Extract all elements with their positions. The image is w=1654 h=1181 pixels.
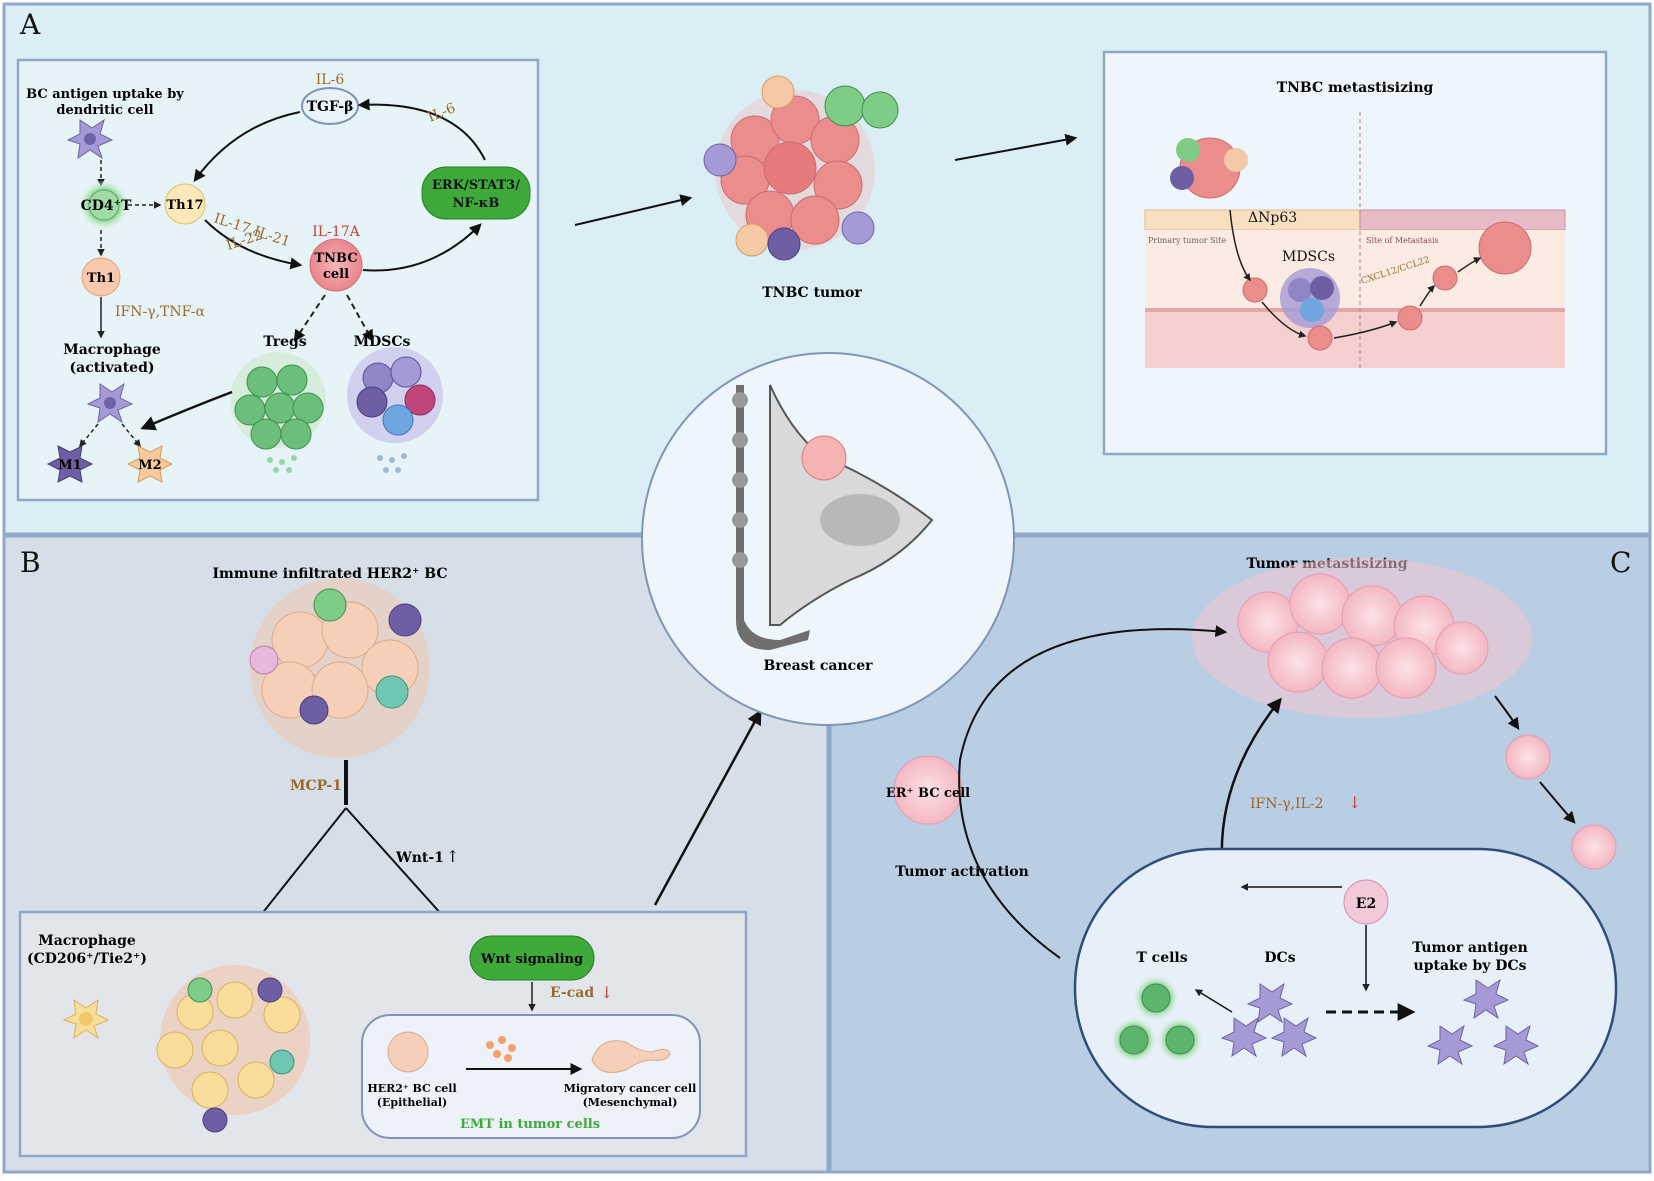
breast-illustration (732, 384, 934, 650)
dnp63-label: ΔNp63 (1248, 210, 1297, 226)
t-cells-label: T cells (1136, 950, 1187, 966)
ecad-label: E-cad (550, 985, 594, 1001)
panel-a: A BC antigen uptake by dendritic cell CD… (2, 2, 1652, 536)
cd4-t-cell: CD4⁺T (80, 181, 132, 229)
metastasis-title: TNBC metastisizing (1277, 80, 1434, 96)
breast-cancer-label: Breast cancer (764, 658, 874, 674)
m2-macrophage: M2 (126, 445, 174, 483)
cd4-label: CD4⁺T (81, 198, 132, 214)
panel-b-title: Immune infiltrated HER2⁺ BC (212, 566, 447, 582)
her2-tumor-illustration (249, 578, 430, 758)
e2-label: E2 (1356, 896, 1376, 912)
migratory-label: Migratory cancer cell (564, 1082, 697, 1095)
tumor-activation-label: Tumor activation (895, 864, 1029, 880)
m2-label: M2 (138, 458, 161, 473)
il6-top-label: IL-6 (316, 72, 345, 88)
tregs-label: Tregs (263, 334, 306, 350)
erk-label: ERK/STAT3/ (432, 178, 520, 193)
wnt1-up-arrow: ↑ (446, 847, 459, 866)
activated-macrophage-icon (86, 382, 134, 424)
wnt-signaling-node[interactable]: Wnt signaling (469, 935, 595, 981)
circulating-tumor-cell (1505, 734, 1551, 780)
erk-label-2: NF-κB (453, 196, 500, 211)
tregs-cluster (230, 352, 326, 473)
m1-macrophage: M1 (46, 445, 94, 483)
migratory-cancer-cell-icon (591, 1040, 671, 1073)
th17-signaling-inset: BC antigen uptake by dendritic cell CD4⁺… (16, 58, 540, 502)
ifn-tnf-label: IFN-γ,TNF-α (115, 304, 205, 320)
her2-cell-label-2: (Epithelial) (377, 1096, 447, 1109)
cytokine-dots (486, 1036, 516, 1062)
e2-node: E2 (1343, 879, 1389, 925)
tnbc-tumor-label: TNBC tumor (762, 285, 862, 301)
mdscs-cluster (347, 347, 443, 473)
b-macrophage-label-2: (CD206⁺/Tie2⁺) (27, 951, 147, 967)
metastasis-mdscs-label: MDSCs (1282, 249, 1335, 265)
dcs-uptake-cluster (1426, 978, 1540, 1066)
mdscs-label: MDSCs (354, 334, 411, 350)
tgf-beta-label: TGF-β (307, 99, 354, 115)
metastasis-site-label: Site of Metastasis (1366, 236, 1439, 245)
bc-uptake-label-2: dendritic cell (56, 103, 153, 118)
primary-site-label: Primary tumor Site (1148, 236, 1226, 245)
er-bc-cell (893, 755, 963, 825)
th17-label: Th17 (166, 198, 203, 213)
ifn-il2-down-arrow: ↓ (1348, 793, 1361, 812)
wnt-signaling-label: Wnt signaling (480, 952, 583, 967)
tnbc-tumor-illustration (703, 75, 899, 261)
tnbc-metastasis-panel: TNBC metastisizing Primary tumor Site Si… (1102, 50, 1608, 456)
macrophage-infiltrated-tumor (156, 965, 310, 1133)
ifn-il2-label: IFN-γ,IL-2 (1250, 796, 1324, 812)
m1-label: M1 (58, 458, 81, 473)
macrophage-label: Macrophage (63, 342, 161, 358)
metastasizing-tumor-illustration (1192, 558, 1532, 718)
tnbc-cell-label: TNBC (314, 251, 357, 266)
panel-b: B Immune infiltrated HER2⁺ BC MCP-1 Wnt-… (2, 534, 830, 1174)
panel-c-letter: C (1610, 546, 1631, 579)
th1-label: Th1 (87, 271, 115, 286)
uptake-label: Tumor antigen (1412, 940, 1528, 956)
breast-cancer-circle: Breast cancer (641, 352, 1015, 726)
ecad-down-arrow: ↓ (600, 983, 613, 1002)
b-macrophage-label: Macrophage (38, 933, 136, 949)
tnbc-cell: TNBC cell (309, 238, 363, 292)
wnt1-label: Wnt-1 (395, 850, 444, 866)
t-cells-cluster (1112, 976, 1202, 1062)
m2-macrophage-icon (62, 998, 110, 1040)
migratory-label-2: (Mesenchymal) (583, 1096, 678, 1109)
emt-label: EMT in tumor cells (460, 1117, 600, 1132)
panel-a-letter: A (19, 8, 41, 41)
er-cell-label: ER⁺ BC cell (886, 786, 970, 801)
th17-cell: Th17 (164, 183, 206, 225)
il17a-label: IL-17A (312, 224, 360, 240)
mdscs-metastasis-cluster (1280, 268, 1340, 328)
dcs-cluster (1220, 982, 1318, 1058)
dc-inset (1073, 847, 1618, 1129)
circulating-tumor-cell-2 (1571, 824, 1617, 870)
erk-stat3-nfkb-node[interactable]: ERK/STAT3/ NF-κB (421, 166, 531, 220)
tnbc-cell-label-2: cell (323, 267, 349, 282)
panel-b-letter: B (20, 546, 41, 579)
uptake-label-2: uptake by DCs (1414, 958, 1527, 974)
her2-bc-cell-icon (387, 1031, 429, 1073)
th1-cell: Th1 (81, 257, 121, 297)
her2-cell-label: HER2⁺ BC cell (367, 1082, 456, 1095)
dcs-label: DCs (1264, 950, 1295, 966)
panel-c: C Tumor metastisizing ER⁺ BC cell Tumor … (828, 534, 1652, 1174)
macrophage-label-2: (activated) (70, 360, 155, 376)
mcp1-label: MCP-1 (290, 778, 342, 794)
dendritic-cell-icon (66, 118, 114, 160)
bc-uptake-label: BC antigen uptake by (26, 87, 184, 102)
